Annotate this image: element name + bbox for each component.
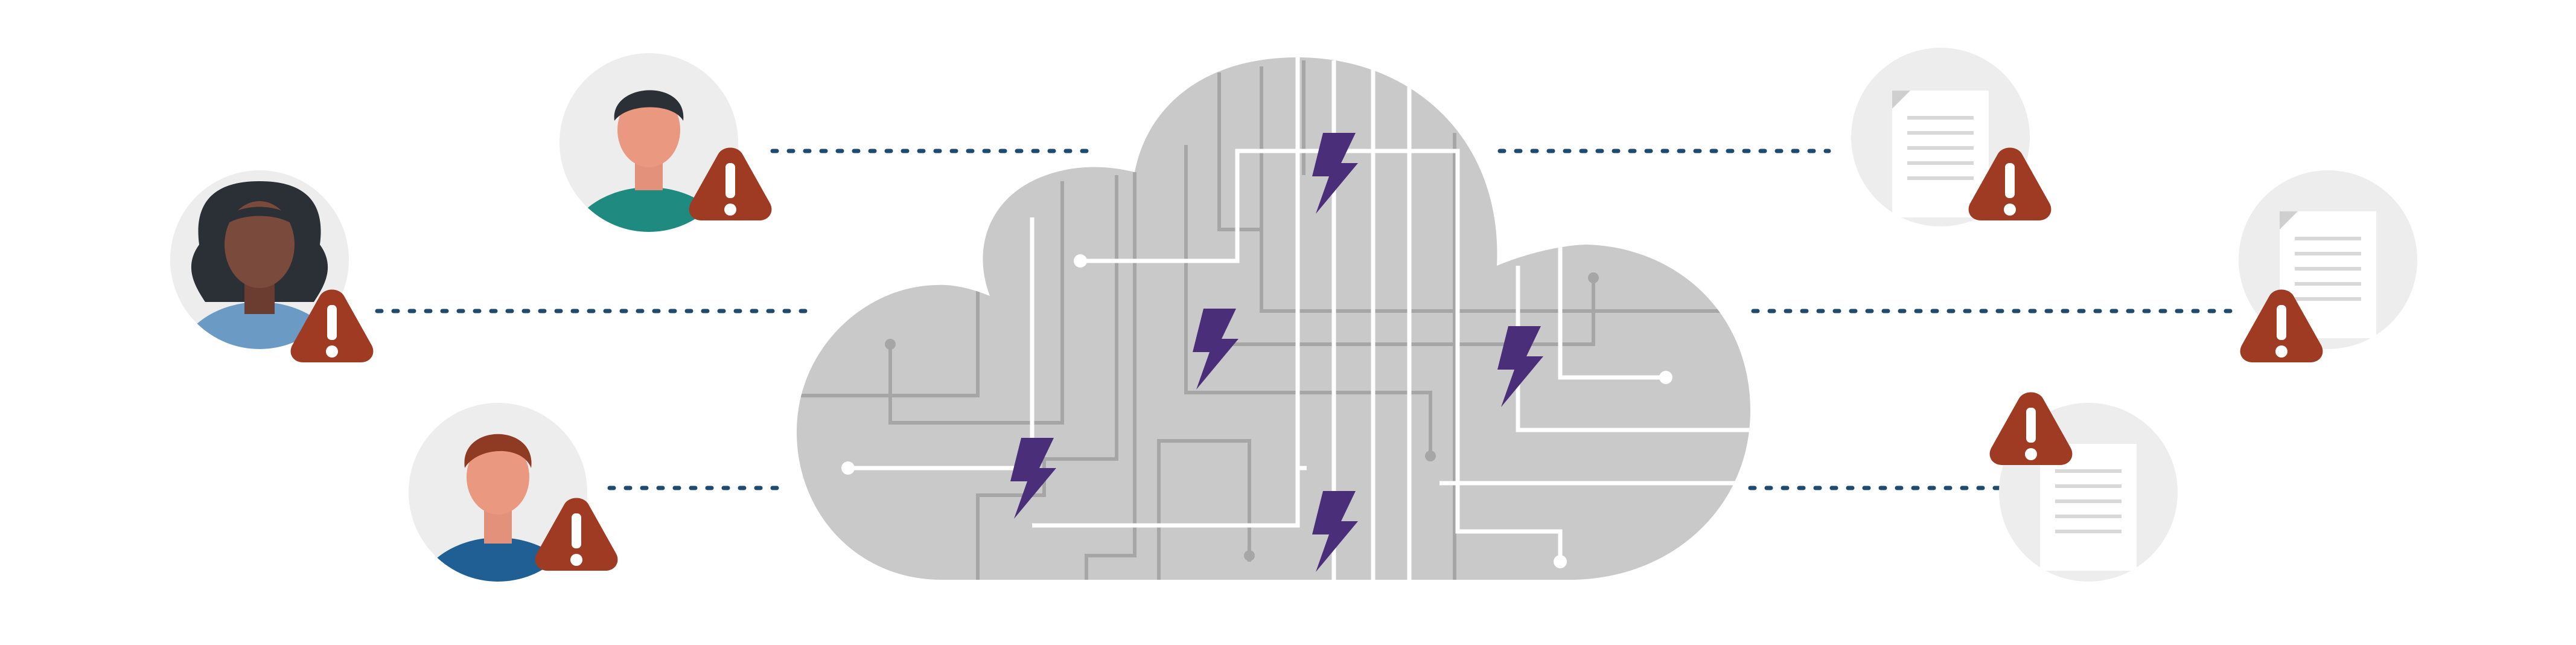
- document-avatar-top: [1851, 48, 2052, 226]
- document-avatar-bottom: [1989, 392, 2178, 582]
- cloud: [797, 57, 1750, 580]
- connector-lines: [375, 149, 2242, 490]
- document-avatar-right: [2239, 170, 2417, 362]
- cloud-shape: [797, 57, 1750, 580]
- user-avatar-man-red: [409, 403, 618, 582]
- circuit-board: [797, 57, 1750, 580]
- user-avatar-woman: [170, 170, 374, 362]
- warning-icon: [1989, 392, 2073, 465]
- user-avatar-man-dark: [560, 53, 772, 232]
